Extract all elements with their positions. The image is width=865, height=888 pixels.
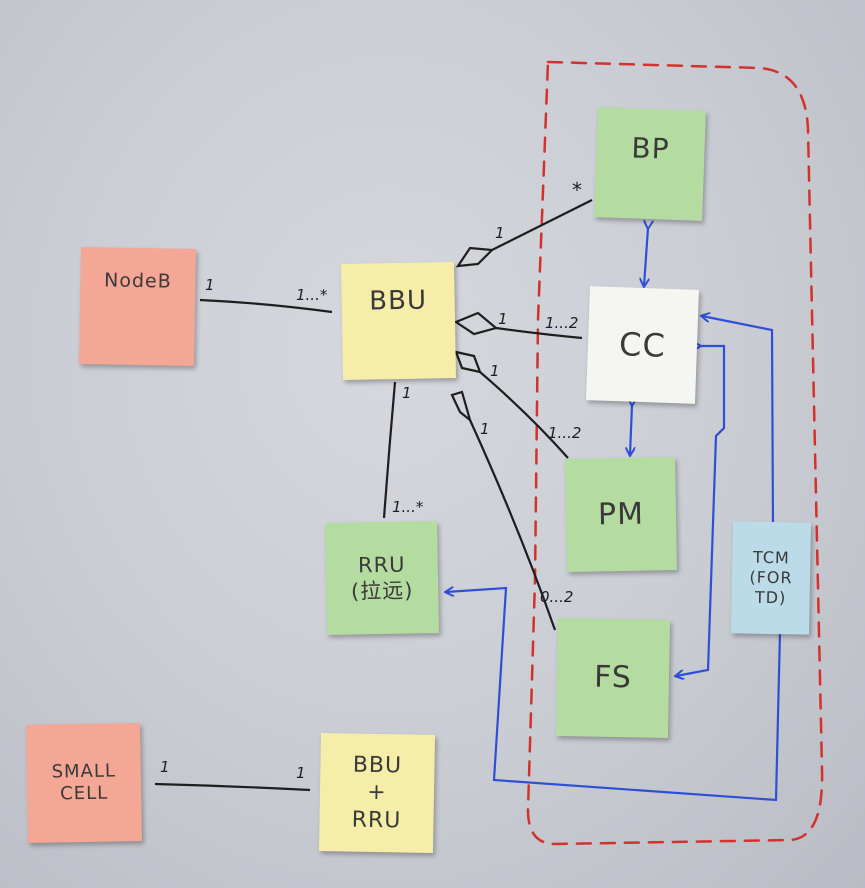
mult-bbu-cc-side: 1 (498, 310, 508, 328)
aggregation-diamond-bp (455, 246, 495, 268)
note-tcm-label: TCM (FOR TD) (749, 547, 793, 608)
mult-fs-side: 0...2 (540, 588, 574, 606)
sticky-note-bbu: BBU (340, 262, 457, 380)
connector-nodeb-bbu (199, 298, 333, 314)
note-cc-label: CC (618, 325, 667, 365)
mult-bbu-bp-side: 1 (495, 224, 505, 242)
mult-small-cell-side: 1 (160, 758, 170, 776)
mult-bbu-rru-note-side: 1 (296, 764, 306, 782)
note-nodeb-label: NodeB (103, 269, 172, 293)
connector-smallcell-bburru (154, 782, 311, 792)
sticky-note-fs: FS (555, 618, 671, 738)
link-cc-pm (630, 405, 632, 455)
mult-pm-side: 1...2 (548, 424, 582, 442)
sticky-note-small-cell: SMALL CELL (25, 723, 143, 843)
connector-bbu-fs (468, 419, 557, 631)
mult-nodeb-side: 1 (205, 276, 215, 294)
sticky-note-rru: RRU (拉远) (325, 521, 439, 635)
link-tcm-cc (702, 316, 775, 529)
mult-bbu-fs-side: 1 (480, 420, 490, 438)
note-bbu-rru-label: BBU + RRU (351, 752, 403, 834)
connector-bbu-bp (491, 199, 593, 251)
mult-bbu-nodeb-side: 1...* (296, 286, 328, 304)
mult-cc-side: 1...2 (545, 314, 579, 332)
connector-bbu-pm (479, 371, 569, 459)
sticky-note-bbu-rru: BBU + RRU (318, 733, 436, 853)
mult-bbu-rru-side: 1 (402, 384, 412, 402)
note-bp-label: BP (630, 131, 671, 166)
mult-bp-side: * (572, 178, 582, 202)
link-bp-cc (644, 228, 648, 286)
sticky-note-nodeb: NodeB (78, 247, 197, 366)
connector-bbu-rru (382, 381, 397, 519)
mult-rru-side: 1...* (392, 498, 424, 516)
link-cc-fs (676, 346, 726, 676)
mult-bbu-pm-side: 1 (490, 362, 500, 380)
aggregation-diamond-fs (450, 390, 473, 424)
note-small-cell-label: SMALL CELL (51, 759, 117, 805)
connector-bbu-cc (495, 326, 583, 340)
aggregation-diamond-pm (454, 350, 482, 374)
sticky-note-pm: PM (565, 457, 677, 572)
note-fs-label: FS (593, 659, 633, 696)
system-boundary (526, 60, 824, 846)
aggregation-diamond-cc (453, 311, 499, 336)
sticky-note-cc: CC (586, 286, 699, 404)
note-bbu-label: BBU (369, 285, 428, 317)
note-rru-label: RRU (拉远) (350, 552, 414, 604)
note-pm-label: PM (597, 496, 645, 533)
sticky-note-tcm: TCM (FOR TD) (731, 521, 811, 635)
sticky-note-bp: BP (594, 107, 706, 221)
link-tcm-rru (446, 588, 782, 802)
